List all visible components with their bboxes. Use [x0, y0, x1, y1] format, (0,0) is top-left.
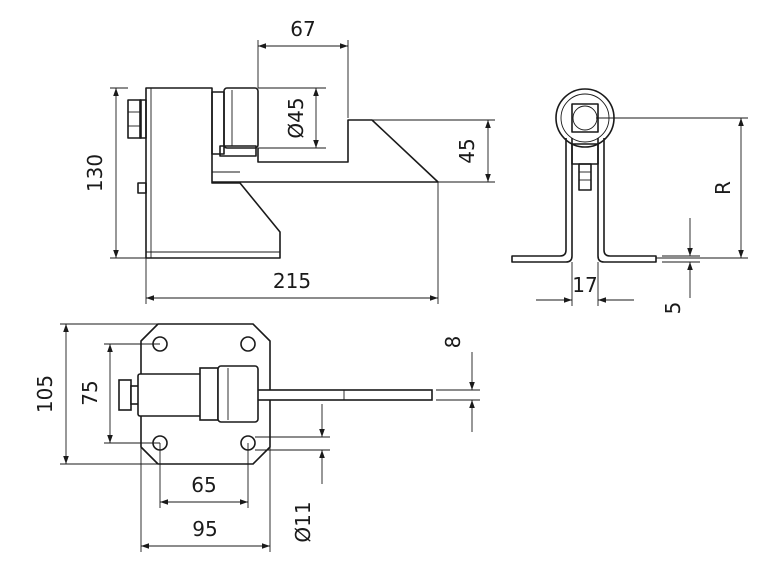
- side-view: [127, 87, 439, 259]
- dim-75-label: 75: [78, 380, 102, 405]
- side-view-dimensions: 67 Ø45 130 45 215: [83, 17, 495, 304]
- dim-95-label: 95: [192, 517, 217, 541]
- end-view: [511, 88, 657, 263]
- dim-8-label: 8: [441, 336, 465, 349]
- plan-view: [118, 323, 433, 465]
- plan-view-dimensions: 105 75 65 95 8 Ø11: [33, 323, 480, 552]
- mounting-hole: [240, 336, 256, 352]
- dim-215-label: 215: [273, 269, 311, 293]
- dim-105-label: 105: [33, 375, 57, 413]
- dim-45-label: 45: [455, 138, 479, 163]
- dim-67-label: 67: [290, 17, 315, 41]
- dim-65-label: 65: [191, 473, 216, 497]
- dim-diameter-45-label: Ø45: [284, 97, 308, 138]
- end-view-dimensions: R 5 17: [536, 117, 748, 315]
- dim-130-label: 130: [83, 154, 107, 192]
- dim-diameter-11-label: Ø11: [291, 501, 315, 542]
- dim-R-label: R: [711, 181, 735, 195]
- dim-5-label: 5: [661, 302, 685, 315]
- dim-17-label: 17: [572, 273, 597, 297]
